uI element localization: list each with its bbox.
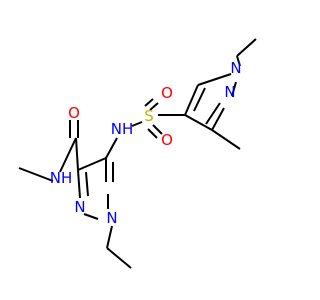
- bond: [184, 114, 213, 131]
- bond-lines: [18, 38, 257, 269]
- atom-label-n: N: [230, 59, 241, 77]
- bond: [205, 102, 221, 125]
- bond: [18, 167, 54, 182]
- atom-label-o: O: [68, 104, 80, 122]
- bond: [83, 213, 99, 220]
- bond: [197, 73, 232, 86]
- bond: [59, 137, 77, 173]
- bond: [75, 137, 79, 171]
- atom-label-n: N: [106, 209, 117, 227]
- atom-label-s: S: [144, 107, 154, 125]
- bond: [105, 137, 118, 159]
- bond: [236, 38, 257, 57]
- bond: [149, 102, 159, 111]
- atom-label-nh: NH: [111, 120, 134, 138]
- bond: [106, 247, 132, 269]
- atom-label-o: O: [161, 84, 173, 102]
- atom-label-o: O: [161, 131, 173, 149]
- bond: [106, 225, 113, 249]
- bond: [152, 124, 163, 135]
- bond: [147, 128, 158, 139]
- atom-labels: N N S O O NH O NH N N: [50, 59, 242, 227]
- atom-label-n: N: [224, 83, 235, 101]
- bond: [131, 121, 143, 127]
- bond: [144, 98, 154, 107]
- bond: [77, 157, 107, 171]
- bond: [211, 129, 241, 150]
- bond: [231, 81, 237, 97]
- atom-label-n: N: [74, 198, 85, 216]
- molecule-structure-diagram: N N S O O NH O NH N N: [18, 38, 257, 269]
- bond: [193, 87, 206, 112]
- bond: [236, 55, 241, 67]
- bond: [85, 171, 89, 197]
- bond: [211, 107, 225, 131]
- bond: [184, 84, 199, 116]
- atom-label-nh: NH: [50, 169, 73, 187]
- bond: [77, 169, 81, 199]
